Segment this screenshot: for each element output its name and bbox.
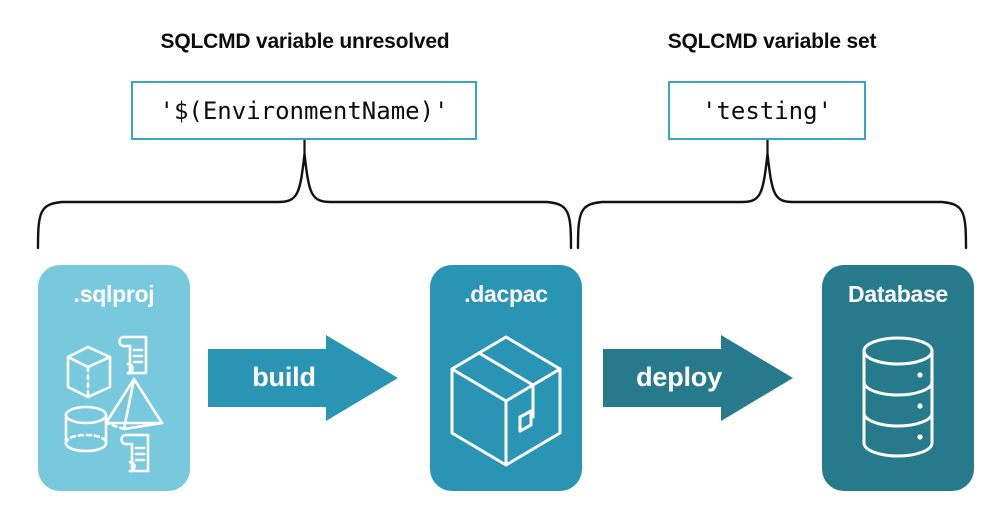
scroll-icon xyxy=(120,433,150,473)
arrow-deploy-shape xyxy=(603,335,793,421)
brace-left xyxy=(36,152,573,250)
brace-group xyxy=(36,140,968,250)
stage-box-dacpac: .dacpac xyxy=(430,265,582,491)
cylinder-icon xyxy=(64,405,108,453)
scroll-icon xyxy=(118,335,148,375)
stage-label-database: Database xyxy=(848,281,948,307)
section-title-set: SQLCMD variable set xyxy=(667,30,877,53)
database-cylinder-icon xyxy=(862,336,934,458)
stage-box-sqlproj: .sqlproj xyxy=(38,265,190,491)
sqlproj-artwork xyxy=(64,335,164,473)
database-artwork xyxy=(862,336,934,458)
package-box-icon xyxy=(450,335,562,467)
arrow-build-path xyxy=(208,335,398,421)
pyramid-icon xyxy=(104,377,164,431)
dacpac-artwork xyxy=(450,335,562,467)
stage-label-sqlproj: .sqlproj xyxy=(73,281,155,307)
code-value-box-unresolved: '$(EnvironmentName)' xyxy=(131,81,477,140)
arrow-build: build xyxy=(208,335,398,421)
brace-right xyxy=(576,152,968,250)
section-title-unresolved: SQLCMD variable unresolved xyxy=(160,30,450,53)
arrow-deploy-path xyxy=(603,335,793,421)
stage-label-dacpac: .dacpac xyxy=(464,281,548,307)
arrow-build-shape xyxy=(208,335,398,421)
code-value-box-set: 'testing' xyxy=(668,81,866,140)
cube-icon xyxy=(66,345,112,399)
stage-box-database: Database xyxy=(822,265,974,491)
arrow-deploy: deploy xyxy=(603,335,793,421)
